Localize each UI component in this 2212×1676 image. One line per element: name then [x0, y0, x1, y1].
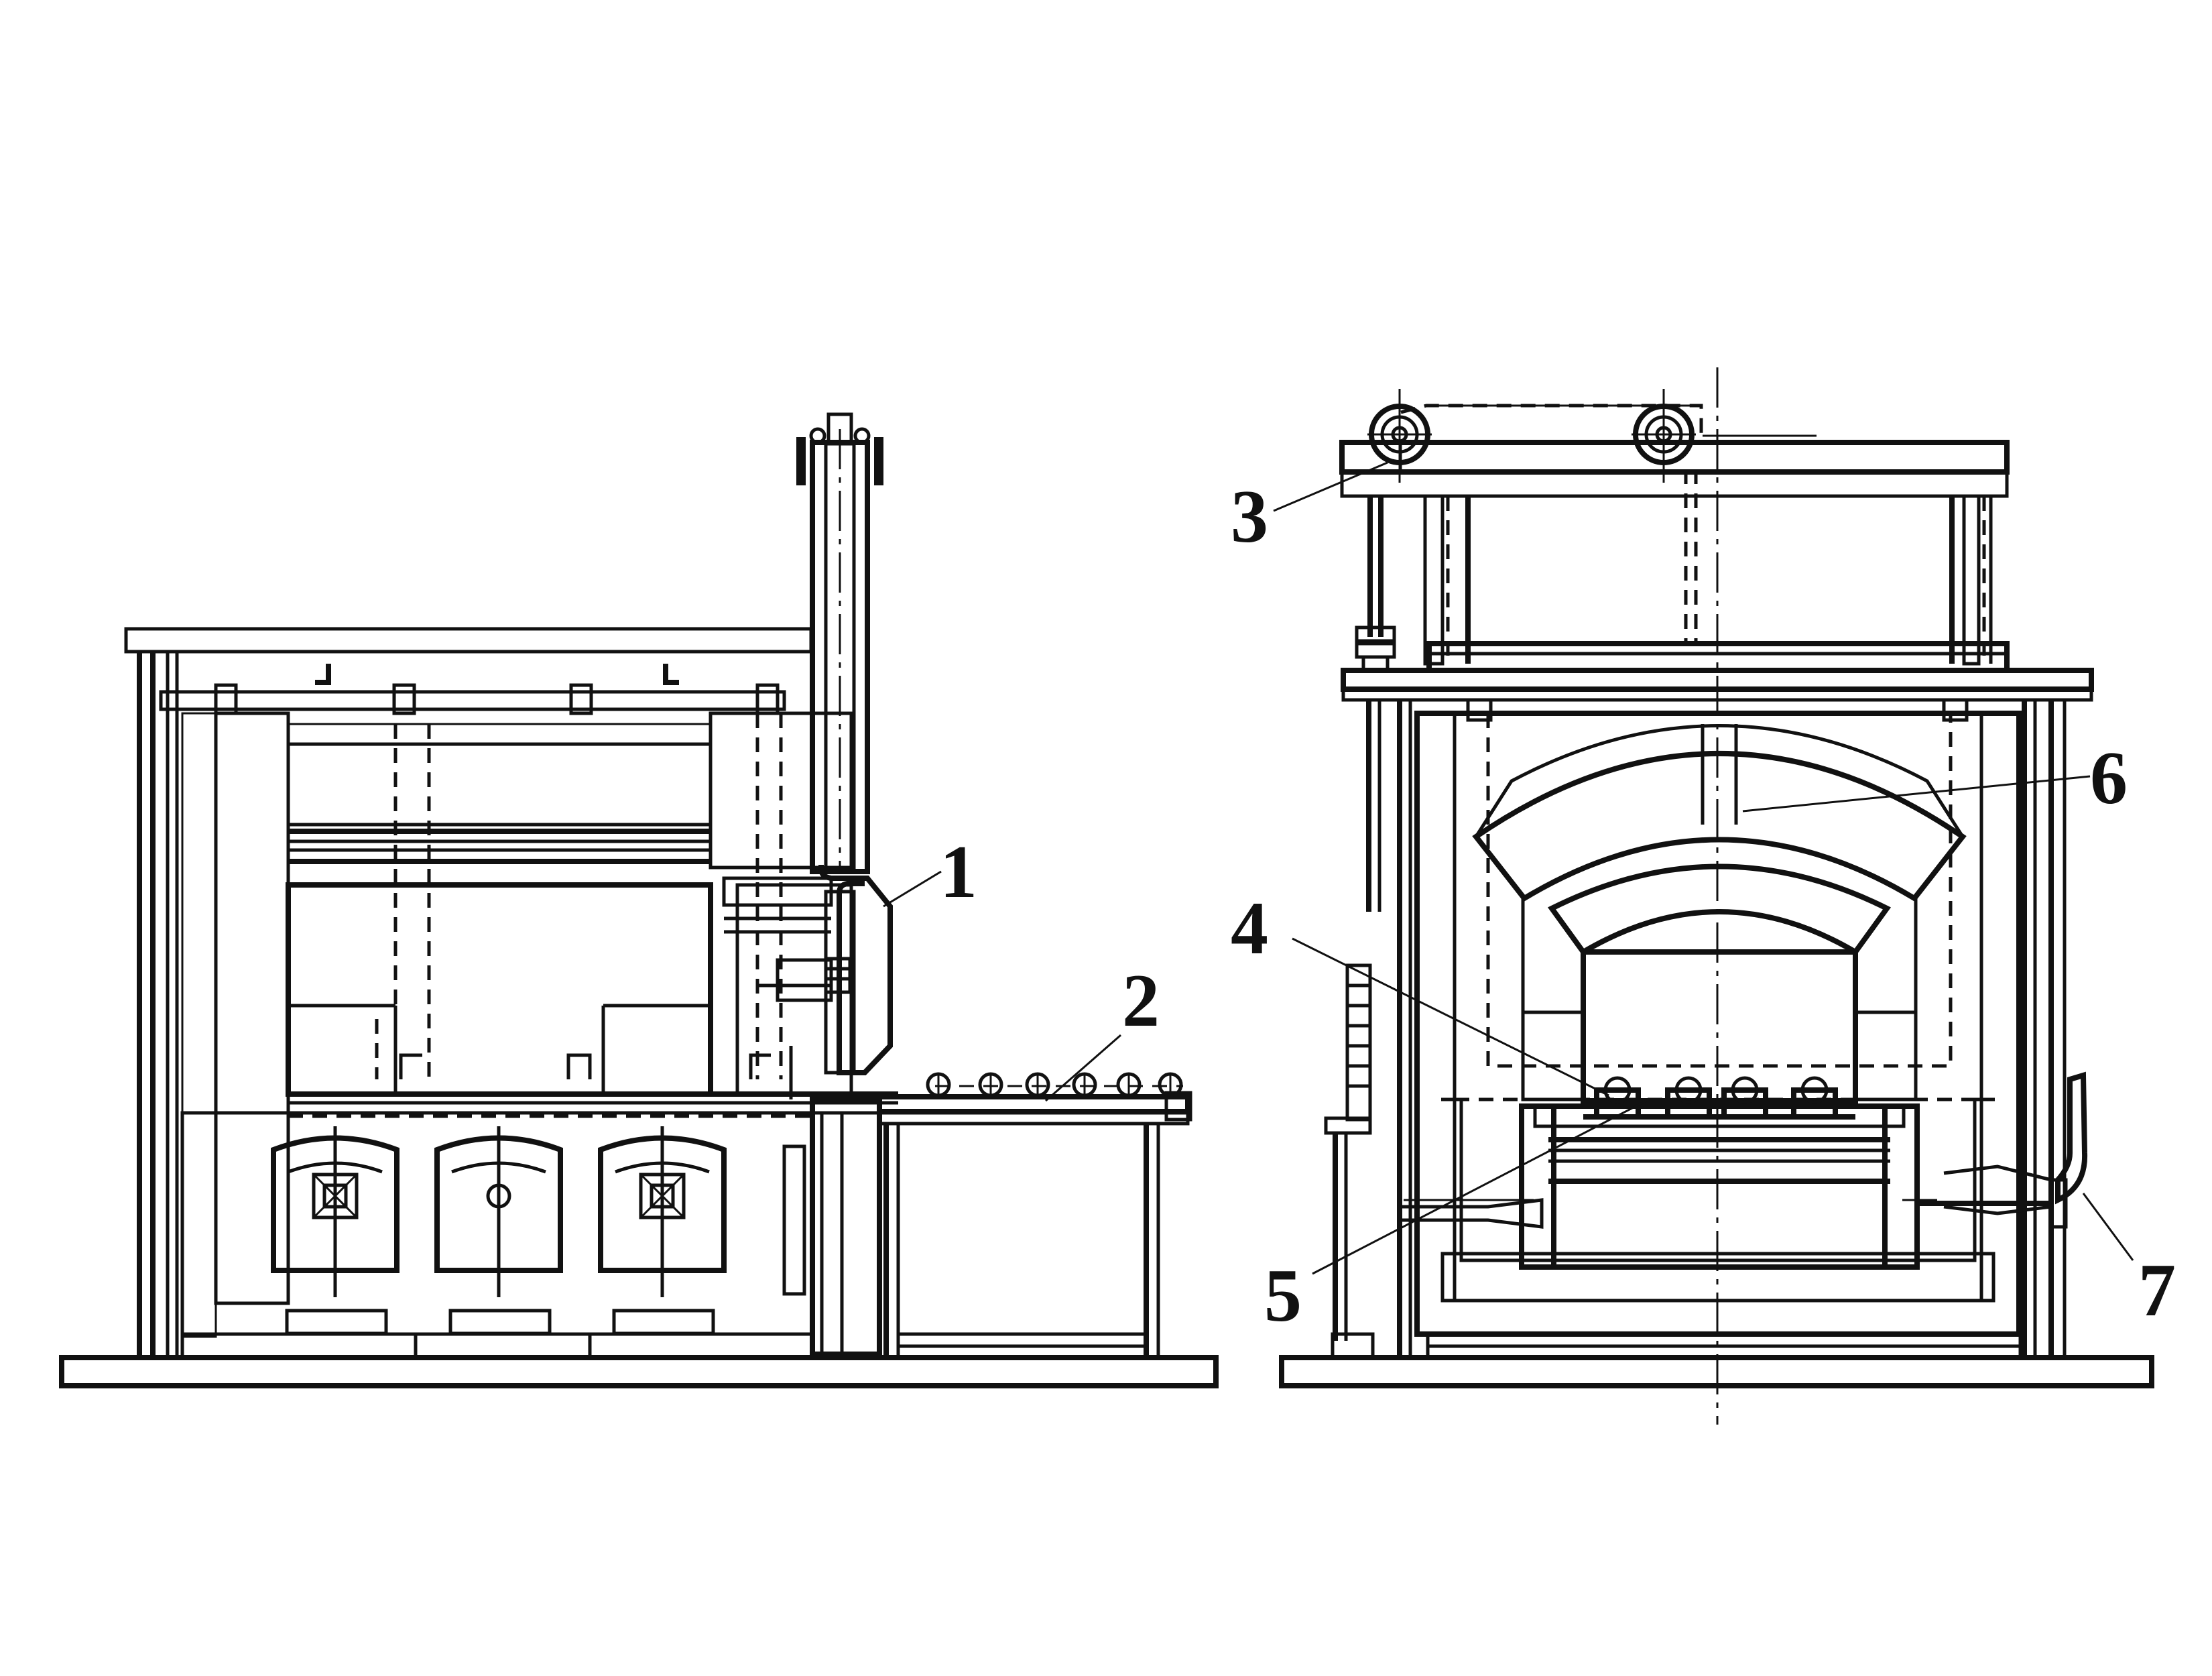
- left-roof-beam: [124, 627, 813, 654]
- burner-port-2: [434, 1126, 563, 1297]
- pulley-right: [1632, 389, 1696, 483]
- left-ground-slab: [59, 1355, 1219, 1388]
- callout-7: 7: [2138, 1249, 2176, 1332]
- furnace-door: [818, 865, 893, 1075]
- callout-3: 3: [1231, 475, 1268, 558]
- left-outer-insulation: [181, 712, 217, 1338]
- burner-port-3: [598, 1126, 727, 1297]
- callout-6: 6: [2090, 737, 2128, 820]
- side-handle: [2055, 1071, 2088, 1205]
- right-section-view: [1273, 367, 2154, 1425]
- arched-roof: [1472, 751, 1967, 902]
- roller-conveyor: [877, 1072, 1192, 1358]
- left-section-view: [59, 412, 1219, 1388]
- left-roof-rail: [159, 690, 786, 711]
- left-roof-lining: [286, 742, 713, 827]
- callout-1: 1: [940, 831, 977, 914]
- left-heating-chamber: [286, 882, 713, 1097]
- left-side-wall: [214, 711, 290, 1305]
- callout-2: 2: [1122, 959, 1160, 1042]
- burner-port-1: [271, 1126, 400, 1297]
- callout-4: 4: [1231, 887, 1268, 970]
- hearth-rollers: [1583, 1076, 1855, 1120]
- callout-5: 5: [1264, 1254, 1302, 1337]
- pulley-left: [1367, 389, 1432, 483]
